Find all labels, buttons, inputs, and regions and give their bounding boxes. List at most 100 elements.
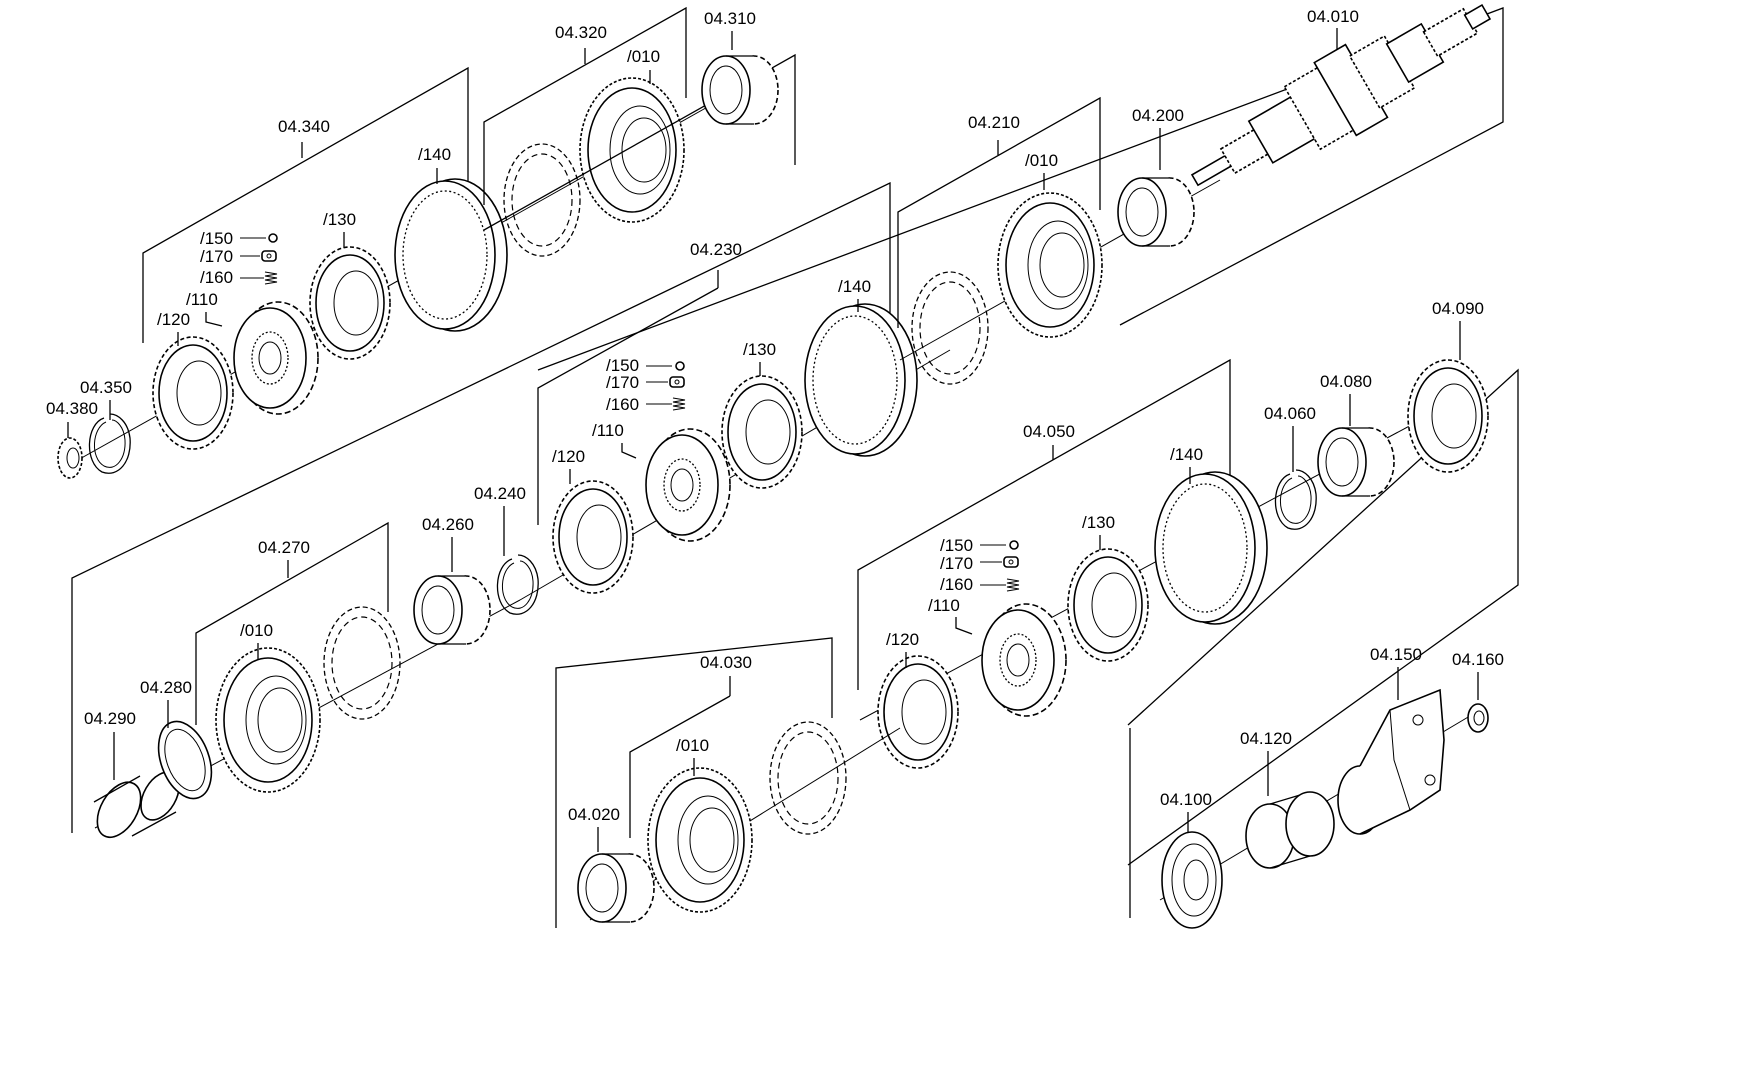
circlip-04-060 [1274, 469, 1317, 530]
group-04-030: 04.030 04.020 /010 [555, 637, 901, 928]
gear-04-090 [1407, 359, 1489, 473]
group-04-340: 04.340 04.380 04.350 /120 /110 /150 /170… [46, 66, 511, 479]
label-s160-c: /160 [940, 575, 973, 594]
label-04-160: 04.160 [1452, 650, 1504, 669]
label-s160-a: /160 [200, 268, 233, 287]
group-04-270: 04.270 04.290 04.280 /010 04.260 [84, 515, 521, 839]
label-s130-c: /130 [1082, 513, 1115, 532]
label-04-020: 04.020 [568, 805, 620, 824]
bearing-04-200 [1117, 177, 1195, 247]
label-s130-b: /130 [743, 340, 776, 359]
label-04-260: 04.260 [422, 515, 474, 534]
circlip-04-240 [496, 554, 539, 615]
nut-04-380 [57, 437, 83, 479]
detent-ball-150-a [268, 233, 278, 243]
gear-010-04-320 [579, 77, 685, 223]
label-04-320: 04.320 [555, 23, 607, 42]
label-04-150: 04.150 [1370, 645, 1422, 664]
detent-ball-150-b [675, 361, 685, 371]
label-04-120: 04.120 [1240, 729, 1292, 748]
gear-130-b [721, 375, 803, 489]
gear-130-c [1067, 548, 1149, 662]
label-04-200: 04.200 [1132, 106, 1184, 125]
group-04-230: 04.230 04.240 /120 /110 /150 /170 /160 /… [71, 181, 951, 833]
label-04-280: 04.280 [140, 678, 192, 697]
sleeve-bearing-04-290 [93, 771, 180, 839]
group-04-060-090: 04.060 04.080 04.090 [1127, 299, 1519, 866]
hub-110-a [233, 301, 319, 415]
label-s120-a: /120 [157, 310, 190, 329]
label-s140-b: /140 [838, 277, 871, 296]
label-s150-b: /150 [606, 356, 639, 375]
label-s170-b: /170 [606, 373, 639, 392]
detent-pin-170-a [261, 250, 277, 262]
group-04-210: 04.210 /010 04.200 [897, 96, 1221, 385]
label-s140-c: /140 [1170, 445, 1203, 464]
sync-ring-04-030 [769, 721, 847, 835]
label-s120-b: /120 [552, 447, 585, 466]
label-s010-a: /010 [627, 47, 660, 66]
bearing-04-100 [1161, 831, 1223, 929]
circlip-04-350 [88, 413, 131, 474]
label-04-230: 04.230 [690, 240, 742, 259]
sleeve-04-120 [1245, 791, 1335, 869]
bearing-04-080 [1317, 427, 1395, 497]
label-s140-a: /140 [418, 145, 451, 164]
sync-ring-04-270 [323, 606, 401, 720]
label-s010-c: /010 [1025, 151, 1058, 170]
label-s150-a: /150 [200, 229, 233, 248]
label-s010-d: /010 [676, 736, 709, 755]
bearing-04-310: 04.310 [483, 9, 796, 231]
label-s170-c: /170 [940, 554, 973, 573]
label-04-380: 04.380 [46, 399, 98, 418]
sleeve-140-c [1154, 471, 1268, 625]
label-s160-b: /160 [606, 395, 639, 414]
detent-spring-160-c [1006, 578, 1020, 592]
bearing-04-020 [577, 853, 655, 923]
sleeve-140-a [394, 178, 508, 332]
hub-110-b [645, 428, 731, 542]
label-04-080: 04.080 [1320, 372, 1372, 391]
label-s130-a: /130 [323, 210, 356, 229]
detent-spring-160-b [672, 397, 686, 411]
gear-010-04-270 [215, 647, 321, 793]
detent-ball-150-c [1009, 540, 1019, 550]
label-04-240: 04.240 [474, 484, 526, 503]
label-04-340: 04.340 [278, 117, 330, 136]
mainshaft-04-010: 04.010 [537, 3, 1504, 371]
label-s110-b: /110 [592, 421, 624, 440]
label-s120-c: /120 [886, 630, 919, 649]
label-s010-b: /010 [240, 621, 273, 640]
group-04-320: 04.320 /010 [483, 6, 721, 257]
label-s110-a: /110 [186, 290, 218, 309]
label-s110-c: /110 [928, 596, 960, 615]
group-04-050: 04.050 /120 /110 /150 /170 /160 /130 /14… [857, 358, 1431, 769]
label-04-210: 04.210 [968, 113, 1020, 132]
group-output: 04.100 04.120 04.150 04.160 [1129, 645, 1504, 929]
label-04-060: 04.060 [1264, 404, 1316, 423]
label-04-310: 04.310 [704, 9, 756, 28]
label-04-090: 04.090 [1432, 299, 1484, 318]
washer-04-280 [157, 720, 213, 800]
label-04-100: 04.100 [1160, 790, 1212, 809]
label-04-270: 04.270 [258, 538, 310, 557]
label-04-010: 04.010 [1307, 7, 1359, 26]
sync-ring-120-c [877, 655, 959, 769]
nut-04-160 [1467, 703, 1489, 733]
hub-110-c [981, 603, 1067, 717]
gear-010-04-030 [647, 767, 753, 913]
sync-ring-04-210 [911, 271, 989, 385]
sync-ring-120-a [152, 336, 234, 450]
bearing-04-260 [413, 575, 491, 645]
flange-04-150 [1337, 688, 1445, 835]
gear-130-a [309, 246, 391, 360]
label-s170-a: /170 [200, 247, 233, 266]
label-04-050: 04.050 [1023, 422, 1075, 441]
label-s150-c: /150 [940, 536, 973, 555]
detent-pin-170-b [669, 376, 685, 388]
sync-ring-120-b [552, 480, 634, 594]
gear-010-04-210 [997, 192, 1103, 338]
label-04-290: 04.290 [84, 709, 136, 728]
detent-pin-170-c [1003, 556, 1019, 568]
